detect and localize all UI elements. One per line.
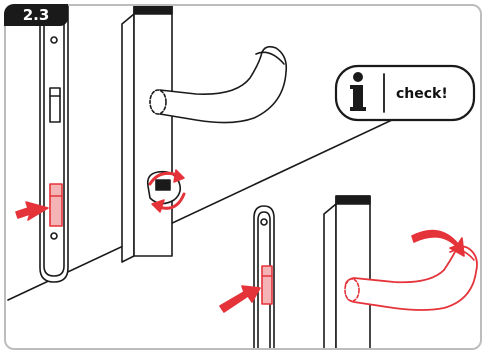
lock-faceplate xyxy=(40,6,68,282)
latch-block-lower xyxy=(262,266,272,304)
check-label: check! xyxy=(396,82,468,106)
door-leaf-top xyxy=(122,6,172,262)
curved-arrow-icon xyxy=(412,231,464,256)
step-number-badge: 2.3 xyxy=(4,4,68,26)
lock-faceplate-lower xyxy=(254,206,274,356)
door-leaf-bottom xyxy=(324,196,370,356)
latch-block xyxy=(50,184,62,226)
